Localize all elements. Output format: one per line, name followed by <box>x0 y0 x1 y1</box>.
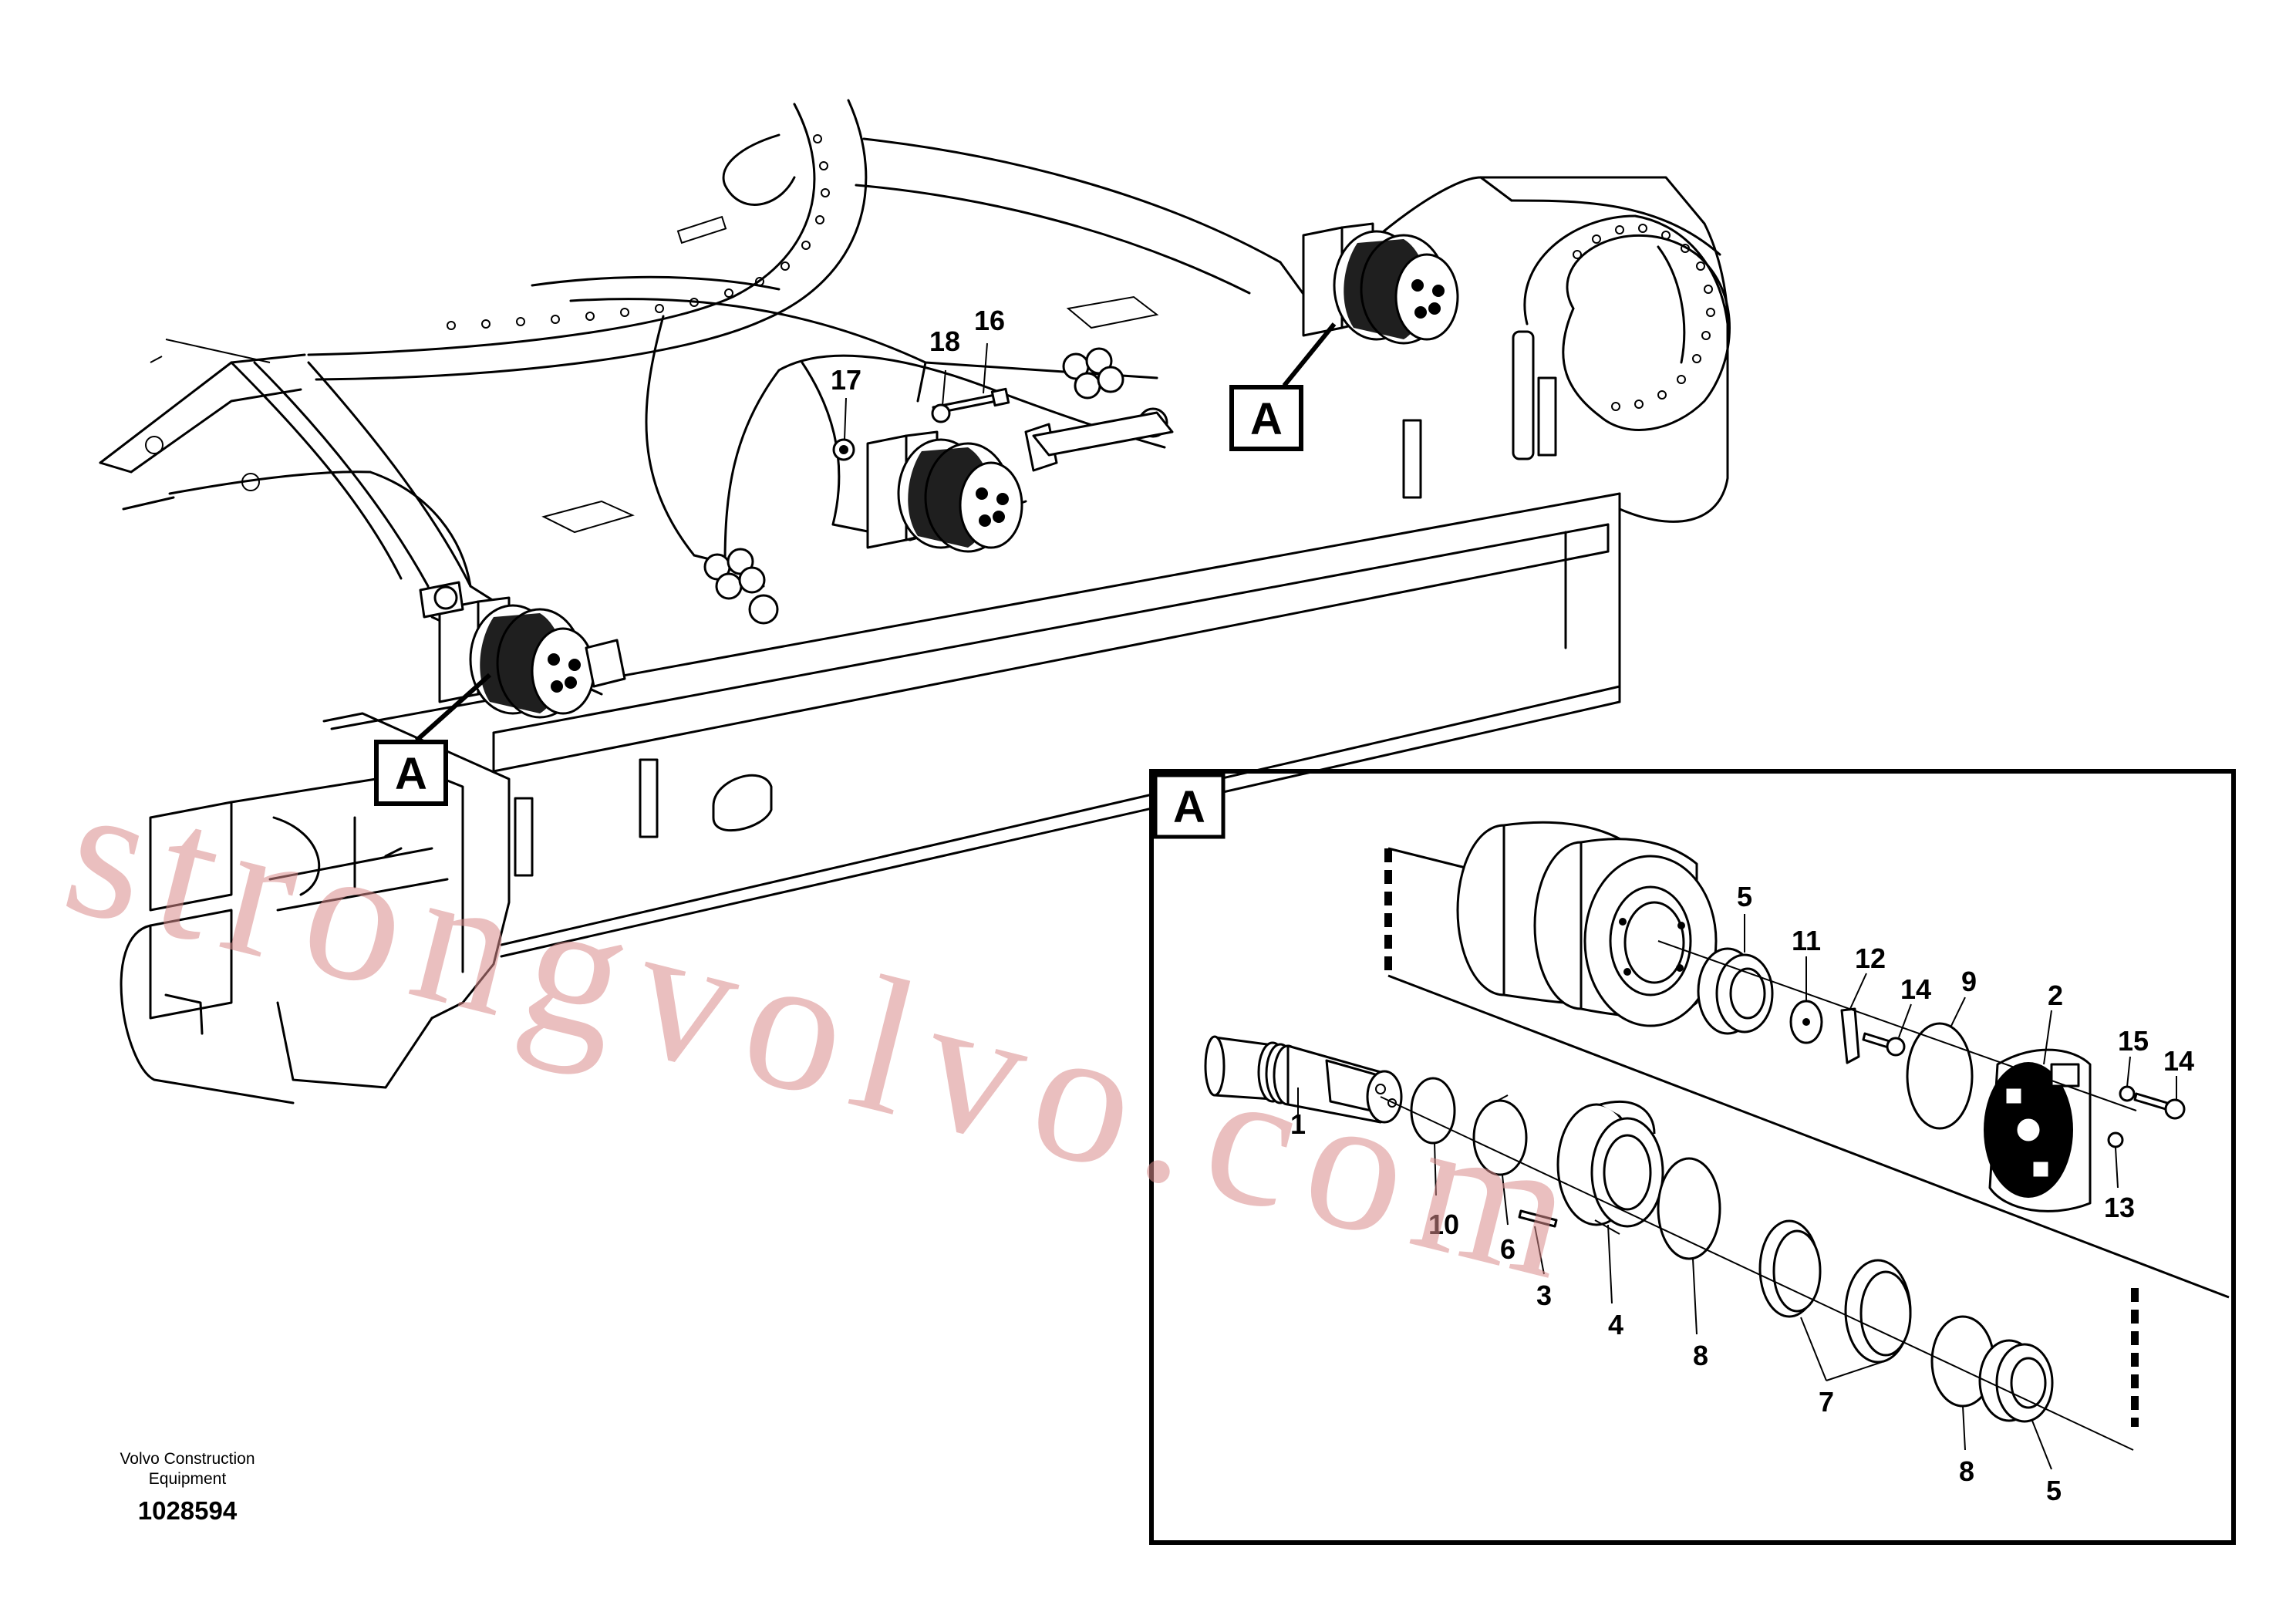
document-number: 1028594 <box>138 1496 238 1525</box>
beam-slots <box>514 376 1557 877</box>
main-leaders <box>414 322 1337 743</box>
label-15: 15 <box>2118 1025 2149 1057</box>
svg-text:A: A <box>395 749 427 799</box>
seal-5-upper <box>1697 947 1774 1035</box>
seal-5-lower <box>1978 1339 2054 1423</box>
label-1: 1 <box>1290 1108 1306 1140</box>
label-13: 13 <box>2104 1192 2135 1223</box>
footer: Volvo Construction Equipment 1028594 <box>120 1450 255 1525</box>
ring-bolt-holes <box>447 134 830 330</box>
washer-15-lower <box>2107 1131 2124 1148</box>
o-ring-9 <box>1906 1022 1974 1130</box>
label-10: 10 <box>1428 1209 1459 1240</box>
label-12: 12 <box>1855 943 1886 974</box>
washer-15-upper <box>2119 1085 2136 1102</box>
svg-text:A: A <box>1250 394 1283 444</box>
label-8-lower: 8 <box>1959 1455 1974 1487</box>
label-2: 2 <box>2048 980 2063 1011</box>
label-17: 17 <box>831 364 861 396</box>
label-14-left: 14 <box>1900 973 1931 1005</box>
company-name-line2: Equipment <box>149 1470 227 1488</box>
frame-bolts <box>703 347 1174 625</box>
lock-plate-12 <box>1840 1007 1860 1064</box>
detail-callout-a: A <box>1153 773 1226 839</box>
carrier-roller-right <box>1302 222 1459 345</box>
carrier-roller-middle <box>866 423 1058 553</box>
assembly-bracket <box>1384 847 2230 1427</box>
callout-a-right: A <box>1229 385 1303 451</box>
label-5-upper: 5 <box>1737 881 1752 912</box>
nut-17 <box>832 438 855 461</box>
label-8-upper: 8 <box>1693 1340 1708 1371</box>
bushing-4 <box>1556 1100 1664 1235</box>
label-11: 11 <box>1792 925 1821 956</box>
sprocket-bolt-holes <box>1573 224 1715 411</box>
label-9: 9 <box>1961 966 1977 997</box>
bolt-14-left <box>1862 1032 1906 1057</box>
washer-18 <box>931 403 951 423</box>
o-ring-8-upper <box>1657 1157 1721 1260</box>
company-name-line1: Volvo Construction <box>120 1450 255 1468</box>
label-14-right: 14 <box>2163 1045 2194 1077</box>
svg-text:A: A <box>1173 782 1205 832</box>
seal-7 <box>1758 1219 1912 1364</box>
bolt-14-right <box>2133 1092 2186 1120</box>
pin-3 <box>1518 1209 1558 1228</box>
label-16: 16 <box>974 305 1005 336</box>
snap-ring-6 <box>1472 1094 1528 1176</box>
label-6: 6 <box>1500 1233 1515 1265</box>
detail-leaders <box>1297 914 2177 1470</box>
label-3: 3 <box>1536 1280 1552 1311</box>
label-5-lower: 5 <box>2046 1475 2062 1506</box>
watermark: strongvolvo.com <box>48 740 1609 1324</box>
bracket-2 <box>1984 1048 2092 1212</box>
carrier-roller-left <box>419 581 626 719</box>
plate-11 <box>1789 1000 1823 1044</box>
label-4: 4 <box>1608 1309 1623 1340</box>
shaft-1 <box>1204 1035 1403 1124</box>
detail-view-a: A <box>1149 769 2236 1545</box>
roller-body <box>1456 821 1718 1027</box>
callout-a-left: A <box>374 740 448 806</box>
label-7: 7 <box>1819 1386 1834 1418</box>
label-18: 18 <box>929 325 960 357</box>
